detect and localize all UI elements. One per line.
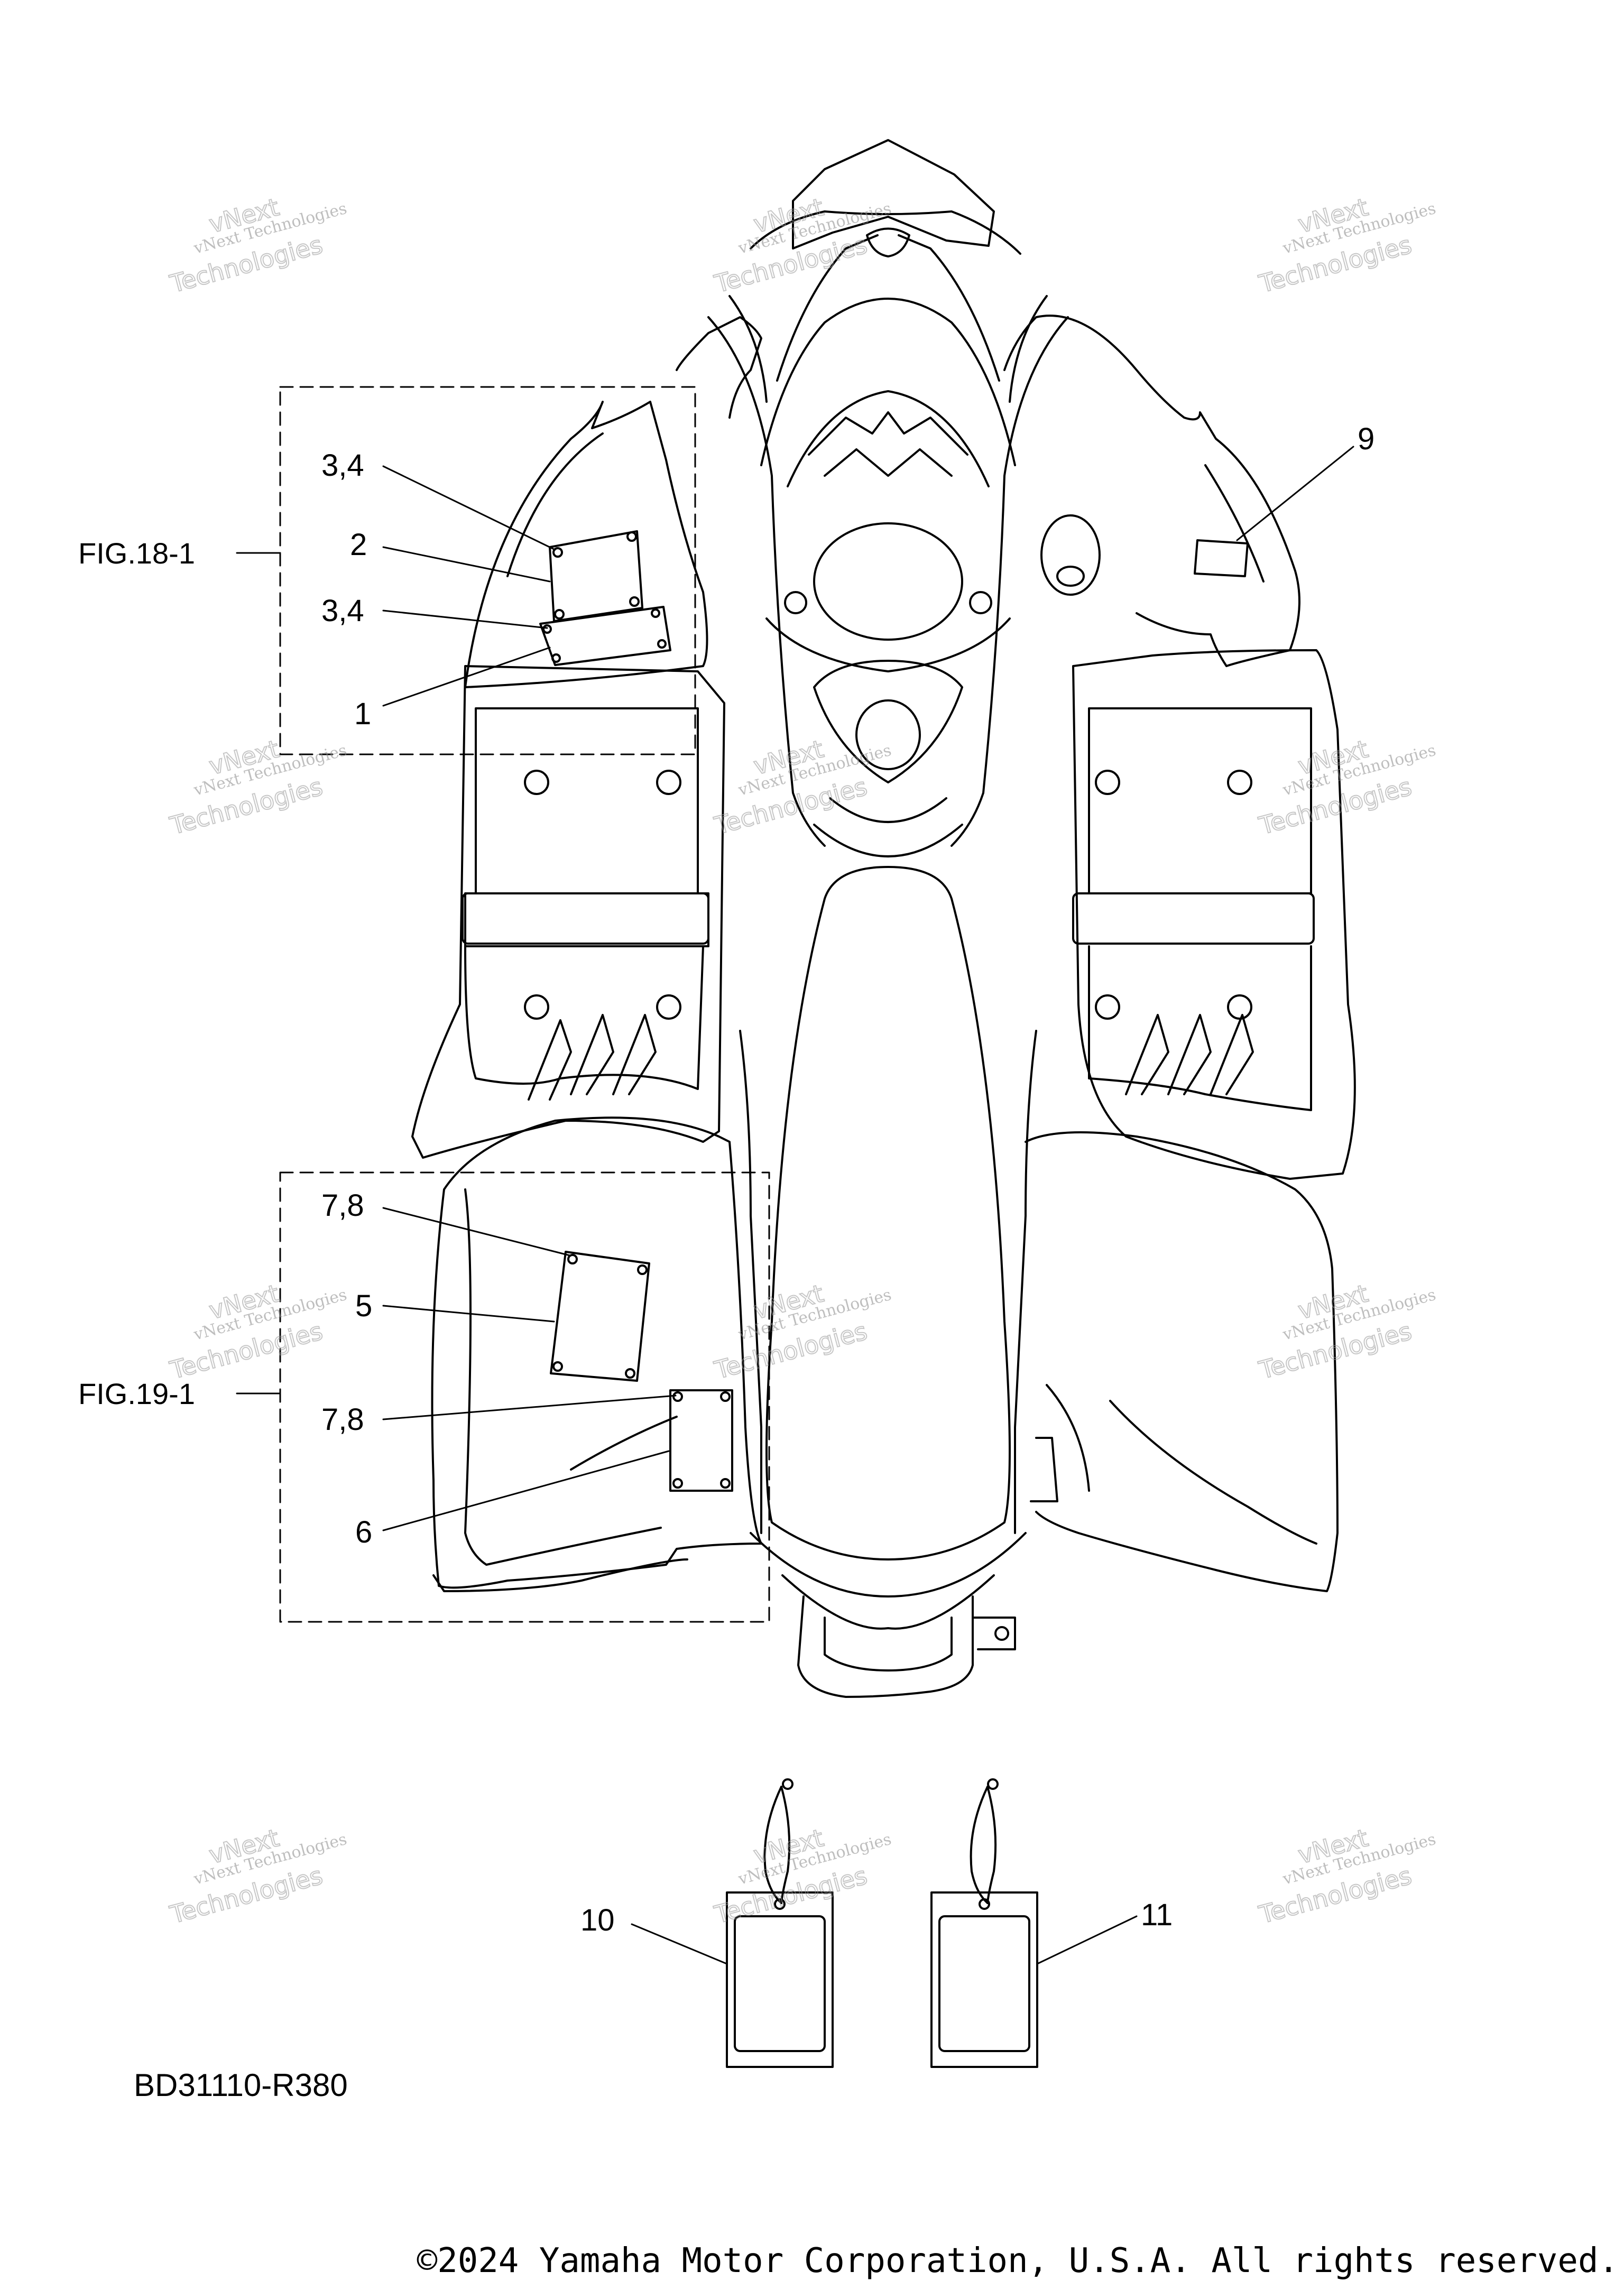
decal-6 (669, 1389, 733, 1492)
leader-lines (236, 446, 1354, 1965)
callout-3-4-upper: 3,4 (321, 448, 364, 483)
callout-5: 5 (355, 1289, 372, 1323)
callout-11: 11 (1141, 1898, 1173, 1932)
callouts: 3,4 2 3,4 1 7,8 5 7,8 6 9 10 11 FIG.18-1… (78, 422, 1374, 1937)
fig-ref-19-1: FIG.19-1 (78, 1377, 195, 1410)
callout-9: 9 (1358, 422, 1374, 456)
vehicle-outline (411, 139, 1356, 1698)
decal-9 (1194, 539, 1249, 577)
hang-tag-11 (930, 1778, 1038, 2068)
fig19-box (279, 1171, 770, 1623)
callout-7-8-upper: 7,8 (321, 1188, 364, 1223)
decal-2 (549, 530, 643, 622)
fig18-box (279, 386, 696, 755)
decal-5 (550, 1251, 650, 1382)
hang-tag-10 (726, 1778, 834, 2068)
copyright-notice: ©2024 Yamaha Motor Corporation, U.S.A. A… (417, 2241, 1619, 2280)
callout-3-4-lower: 3,4 (321, 594, 364, 628)
callout-10: 10 (580, 1903, 615, 1937)
callout-7-8-lower: 7,8 (321, 1402, 364, 1437)
callout-6: 6 (355, 1515, 372, 1549)
callout-1: 1 (354, 697, 371, 731)
callout-2: 2 (350, 528, 367, 562)
decal-1 (539, 606, 671, 666)
fig-ref-18-1: FIG.18-1 (78, 537, 195, 570)
diagram-code: BD31110-R380 (134, 2067, 348, 2103)
